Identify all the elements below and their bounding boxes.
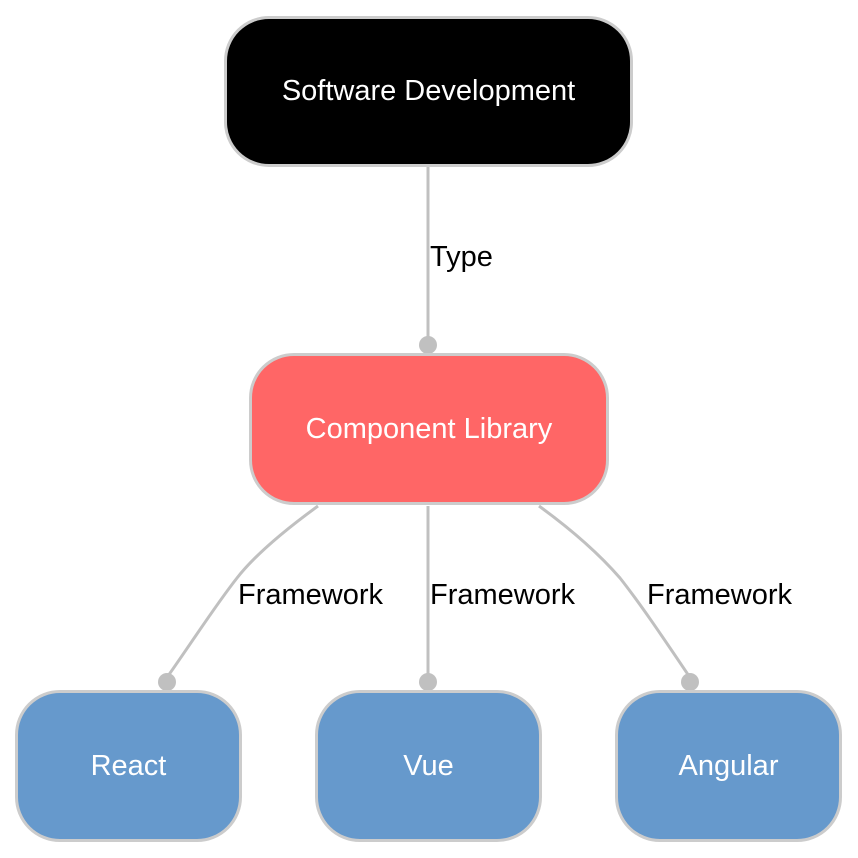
node-component-library[interactable]: Component Library bbox=[249, 353, 609, 505]
node-software-development[interactable]: Software Development bbox=[224, 16, 633, 167]
node-angular[interactable]: Angular bbox=[615, 690, 842, 842]
edge-label-framework-vue: Framework bbox=[430, 579, 576, 611]
node-react[interactable]: React bbox=[15, 690, 242, 842]
edge-type-endpoint bbox=[419, 336, 437, 354]
edge-framework-react-endpoint bbox=[158, 673, 176, 691]
edge-framework-react bbox=[166, 504, 319, 677]
edge-framework-vue-endpoint bbox=[419, 673, 437, 691]
edge-label-framework-angular: Framework bbox=[647, 579, 793, 611]
edge-framework-angular-endpoint bbox=[681, 673, 699, 691]
edge-framework-angular bbox=[538, 504, 691, 677]
edge-label-framework-react: Framework bbox=[238, 579, 384, 611]
node-vue[interactable]: Vue bbox=[315, 690, 542, 842]
edge-label-type: Type bbox=[430, 241, 493, 273]
